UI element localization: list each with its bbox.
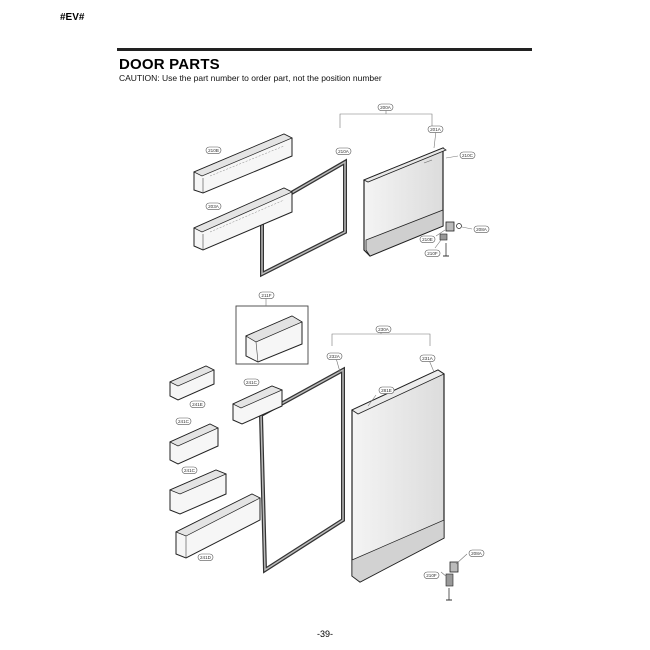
callout-label: 281E (378, 386, 395, 394)
header-rule (117, 48, 532, 51)
callout-text: 241C (184, 468, 196, 473)
callout-text: 281E (381, 388, 392, 393)
assembly-bracket-upper (339, 113, 433, 128)
document-tag: #EV# (60, 12, 85, 23)
callout-label: 203A (205, 202, 222, 210)
freezer-hinge-assembly (439, 221, 462, 257)
refrigerator-door-gasket (258, 366, 345, 574)
callout-text: 231A (422, 356, 434, 361)
callout-label: 200A (377, 103, 394, 111)
callout-label: 232A (326, 352, 343, 360)
callout-label: 210E (419, 235, 436, 243)
callout-label: 210A (335, 147, 352, 155)
callout-text: 210C (462, 153, 474, 158)
callout-label: 231A (419, 354, 436, 362)
callout-text: 210F (426, 573, 437, 578)
freezer-door-gasket (260, 158, 347, 278)
callout-label: 241C (181, 466, 198, 474)
callout-text: 241E (192, 402, 203, 407)
callout-text: 210A (338, 149, 350, 154)
page-title: DOOR PARTS (119, 56, 220, 73)
callout-text: 232A (329, 354, 341, 359)
callout-label: 201A (427, 125, 444, 133)
door-bin-small-1 (169, 365, 215, 401)
callout-text: 211F (261, 293, 271, 298)
callout-label: 241C (243, 378, 260, 386)
refrigerator-hinge-assembly (445, 561, 459, 601)
callout-text: 210B (208, 148, 219, 153)
door-bin-small-3 (169, 423, 219, 465)
callout-text: 230A (378, 327, 390, 332)
callout-label: 210F (424, 249, 441, 257)
freezer-door (363, 147, 447, 257)
callout-label: 210B (205, 146, 222, 154)
callout-label: 241D (197, 553, 214, 561)
freezer-door-bin-upper (193, 133, 293, 194)
callout-text: 208A (476, 227, 488, 232)
callout-label: 208A (468, 549, 485, 557)
callout-text: 210F (427, 251, 438, 256)
callout-text: 208A (471, 551, 483, 556)
refrigerator-door (351, 369, 445, 583)
callout-text: 241D (200, 555, 212, 560)
callout-label: 211F (258, 291, 275, 299)
dairy-bin-box (235, 305, 309, 365)
callout-labels: 200A 201A 210C 210B 210A 203A 210E 208A 210F 211F… (175, 103, 490, 579)
freezer-door-bin-lower (193, 187, 293, 251)
callout-label: 241E (189, 400, 206, 408)
assembly-bracket-lower (331, 333, 431, 346)
callout-label: 230A (375, 325, 392, 333)
callout-text: 203A (208, 204, 220, 209)
callout-text: 200A (380, 105, 392, 110)
door-bin-small-2 (232, 385, 283, 425)
callout-label: 241C (175, 417, 192, 425)
callout-label: 208A (473, 225, 490, 233)
callout-text: 241C (178, 419, 190, 424)
page-number: -39- (316, 629, 333, 639)
callout-text: 241C (246, 380, 258, 385)
door-bin-small-4 (169, 469, 227, 515)
caution-note: CAUTION: Use the part number to order pa… (119, 73, 382, 83)
door-bin-long (175, 493, 261, 559)
callout-label: 210F (423, 571, 440, 579)
callout-text: 201A (430, 127, 442, 132)
callout-text: 210E (422, 237, 433, 242)
callout-label: 210C (459, 151, 476, 159)
